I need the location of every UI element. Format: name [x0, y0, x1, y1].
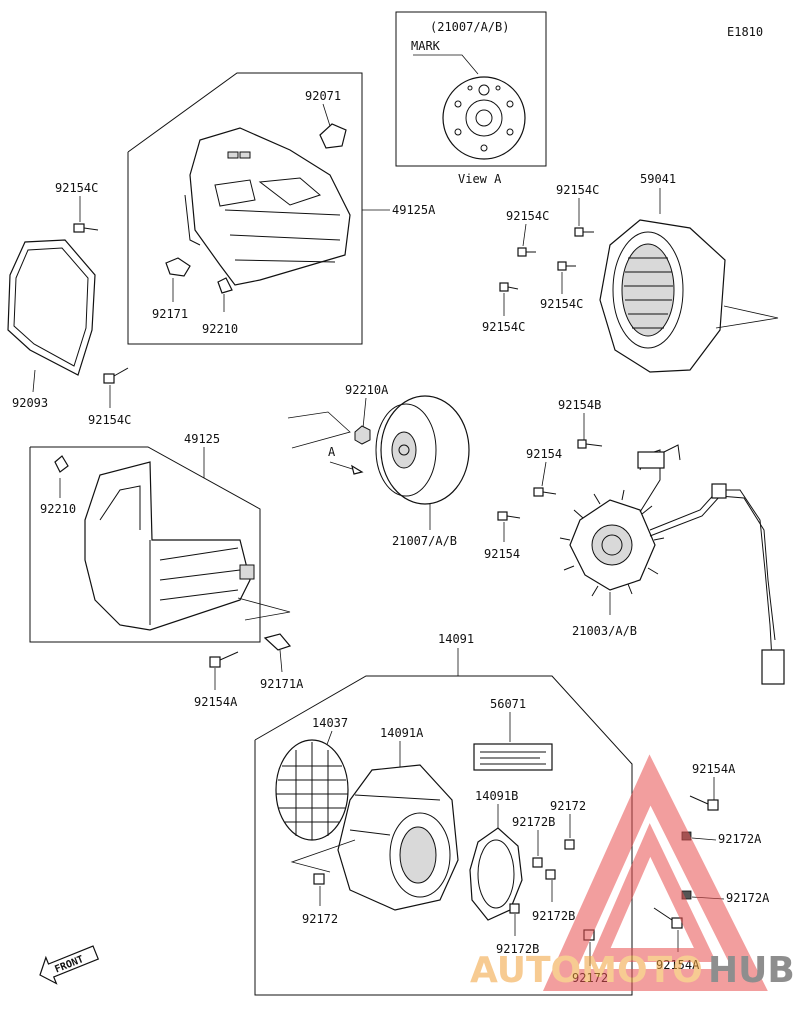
- label-92154A-left: 92154A: [194, 695, 238, 709]
- upper-shroud: [189, 127, 351, 286]
- label-92210-lower: 92210: [40, 502, 76, 516]
- label-21003: 21003/A/B: [572, 624, 637, 638]
- view-a-detail: (21007/A/B) MARK View A: [395, 11, 547, 186]
- label-92154A-right-top: 92154A: [692, 762, 736, 776]
- label-92154C-left: 92154C: [55, 181, 98, 195]
- clip-92171A: [263, 633, 292, 651]
- stator-connector: [761, 649, 785, 685]
- label-92093: 92093: [12, 396, 48, 410]
- watermark-word1: AUTOMOTO: [470, 950, 703, 991]
- label-49125: 49125: [184, 432, 220, 446]
- label-92154C-left-low: 92154C: [88, 413, 131, 427]
- label-49125A: 49125A: [392, 203, 436, 217]
- screw-92172-top: [564, 839, 575, 850]
- rotor-hub-ring: [465, 99, 503, 137]
- watermark: AUTOMOTO HUB: [470, 754, 795, 991]
- gasket-92093: [7, 239, 96, 376]
- clip-92210-lower: [54, 455, 69, 473]
- label-92172A-2: 92172A: [726, 891, 770, 905]
- screw-92172B-low: [509, 903, 520, 914]
- view-a-frame: [395, 11, 547, 167]
- nut-92210A: [354, 425, 371, 445]
- clip-92171: [165, 257, 191, 277]
- label-92172B-low: 92172B: [496, 942, 539, 956]
- arrow-label-a: A: [328, 445, 336, 459]
- upper-shroud-frame: [127, 72, 363, 345]
- label-14091B: 14091B: [475, 789, 518, 803]
- bolt-92154C-left-low: [103, 367, 129, 384]
- bolt-92154C-fan1: [574, 227, 594, 237]
- bolt-92154B: [577, 439, 603, 449]
- label-21007: 21007/A/B: [392, 534, 457, 548]
- screw-92172B-top: [532, 857, 543, 868]
- label-92154C-fan1: 92154C: [556, 183, 599, 197]
- label-92154B: 92154B: [558, 398, 601, 412]
- label-56071: 56071: [490, 697, 526, 711]
- label-92210-upper: 92210: [202, 322, 238, 336]
- flywheel-rotor: [380, 395, 470, 505]
- lower-shroud: [84, 461, 251, 631]
- gasket-group: 92093 92154C 92154C: [7, 181, 131, 427]
- label-92154C-fan2: 92154C: [506, 209, 549, 223]
- diagram-code: E1810: [727, 25, 763, 39]
- label-92171: 92171: [152, 307, 188, 321]
- label-92172B-mid: 92172B: [532, 909, 575, 923]
- bolt-92154-a: [533, 487, 557, 497]
- mark-leader: [413, 54, 479, 75]
- view-a-caption: View A: [458, 172, 502, 186]
- label-92154-b: 92154: [484, 547, 520, 561]
- label-14091: 14091: [438, 632, 474, 646]
- rotor-mark-hole: [478, 84, 490, 96]
- bolt-92154C-fan2: [517, 247, 536, 257]
- clip-92210-upper: [217, 277, 233, 294]
- blower-frame: [254, 675, 633, 996]
- bolt-92154C-fan3: [557, 261, 576, 271]
- blower-group: 14091 14037 14091A 56071 14091B 92172 92…: [254, 632, 633, 996]
- view-a-mark-label: MARK: [411, 39, 441, 53]
- bolt-92154-b: [497, 511, 521, 521]
- pickup-connector: [637, 451, 665, 469]
- label-92210A: 92210A: [345, 383, 389, 397]
- label-92172B-top: 92172B: [512, 815, 555, 829]
- grommet-92071: [319, 123, 347, 149]
- watermark-triangle-inner: [589, 823, 717, 962]
- watermark-word2: HUB: [708, 950, 795, 991]
- label-92172A-1: 92172A: [718, 832, 762, 846]
- label-92171A: 92171A: [260, 677, 304, 691]
- label-14037: 14037: [312, 716, 348, 730]
- watermark-triangle-outer: [542, 754, 768, 991]
- bolt-92154C-left: [73, 223, 99, 233]
- label-14091A: 14091A: [380, 726, 424, 740]
- right-fasteners: 92154A 92172A 92172A 92154A: [653, 762, 770, 972]
- bolt-92154A-right-top: [689, 795, 719, 811]
- label-92071: 92071: [305, 89, 341, 103]
- view-arrow: [351, 464, 364, 475]
- lower-shroud-group: 49125 92210 92154A 92171A: [29, 432, 304, 709]
- label-92172-left: 92172: [302, 912, 338, 926]
- rotor-face: [442, 76, 526, 160]
- warning-label-56071: [473, 743, 553, 771]
- label-59041: 59041: [640, 172, 676, 186]
- rotor-hub-bore: [475, 109, 493, 127]
- bolt-92154C-fan4: [499, 282, 519, 292]
- stator-group: 92154B 92154 92154 21003/A/B: [484, 398, 785, 685]
- flywheel-group: 92210A A 21007/A/B: [287, 383, 470, 548]
- blower-housing-14091A: [337, 764, 459, 911]
- bolt-92154A-left: [209, 651, 239, 668]
- label-92154C-fan3: 92154C: [540, 297, 583, 311]
- lower-shroud-frame: [29, 446, 261, 643]
- view-a-part-ref: (21007/A/B): [430, 20, 509, 34]
- label-92154C-fan4: 92154C: [482, 320, 525, 334]
- screw-92172B-mid: [545, 869, 556, 880]
- label-92154-a: 92154: [526, 447, 562, 461]
- front-arrow: FRONT: [39, 945, 100, 985]
- upper-shroud-group: 49125A 92071 92171 92210: [127, 72, 436, 345]
- screw-92172-left: [313, 873, 325, 885]
- label-92172-top: 92172: [550, 799, 586, 813]
- fan-group: 59041 92154C 92154C 92154C 92154C: [482, 172, 779, 373]
